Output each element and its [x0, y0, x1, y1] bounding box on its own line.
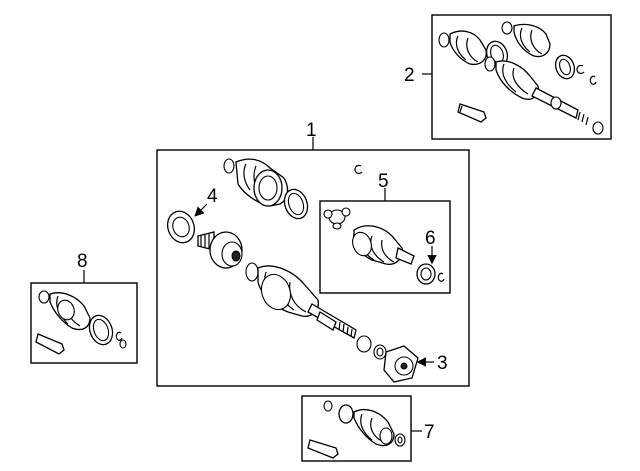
callout-7: 7 — [424, 422, 435, 443]
grease-packet — [457, 103, 487, 123]
left-kit-clamps — [88, 314, 127, 349]
callout-4: 4 — [207, 186, 218, 207]
callout-6: 6 — [425, 228, 436, 249]
bottom-kit-parts — [323, 400, 406, 447]
outer-boot-kit-box: 2 — [404, 14, 612, 140]
callout-3: 3 — [437, 353, 448, 374]
boot-kit-inner-boot — [501, 21, 551, 58]
boot-kit-axle — [484, 56, 604, 135]
inner-joint-kit-box: 5 — [319, 171, 451, 294]
bottom-boot-kit-box: 7 — [301, 395, 435, 462]
callout-8: 8 — [77, 251, 88, 272]
tripod-spider — [323, 207, 351, 230]
dust-deflector — [166, 210, 196, 244]
outer-boot — [223, 158, 289, 207]
callout-2: 2 — [404, 65, 415, 86]
boot-clamp-ring — [416, 263, 445, 285]
outer-cv-joint — [197, 231, 243, 269]
callout-1: 1 — [306, 120, 317, 141]
main-assembly-box: 1 — [156, 120, 470, 387]
axle-shaft — [307, 303, 387, 360]
axle-boot — [245, 262, 319, 317]
outer-boot-clamp — [283, 188, 309, 220]
small-snap-ring — [354, 164, 363, 175]
inner-boot — [352, 225, 415, 265]
left-kit-boot — [38, 290, 91, 331]
inner-joint-housing — [383, 345, 419, 383]
bottom-kit-grease-packet — [307, 439, 339, 459]
left-kit-grease-packet — [35, 333, 65, 355]
left-boot-kit-box: 8 — [30, 251, 138, 364]
boot-kit-clamps — [554, 54, 597, 85]
callout-5: 5 — [378, 171, 389, 192]
